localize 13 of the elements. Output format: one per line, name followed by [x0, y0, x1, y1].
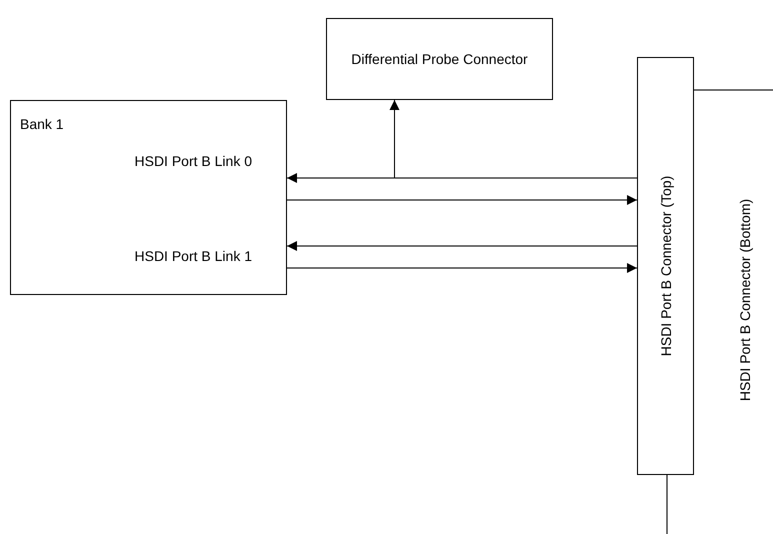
arrow [286, 241, 638, 251]
node-label: HSDI Port B Connector (Top) [658, 176, 674, 356]
connector-box [326, 18, 553, 100]
node-label: Differential Probe Connector [350, 50, 529, 69]
arrow [286, 263, 638, 273]
box-title: Bank 1 [20, 116, 64, 132]
arrow [390, 100, 638, 178]
connector-label: HSDI Port B Connector (Bottom) [737, 198, 753, 402]
connector-box [637, 57, 694, 475]
arrow [286, 195, 638, 205]
node-label: HSDI Port B Link 1 [134, 248, 252, 264]
node-label: HSDI Port B Link 0 [134, 153, 252, 169]
bank-box [10, 100, 287, 295]
